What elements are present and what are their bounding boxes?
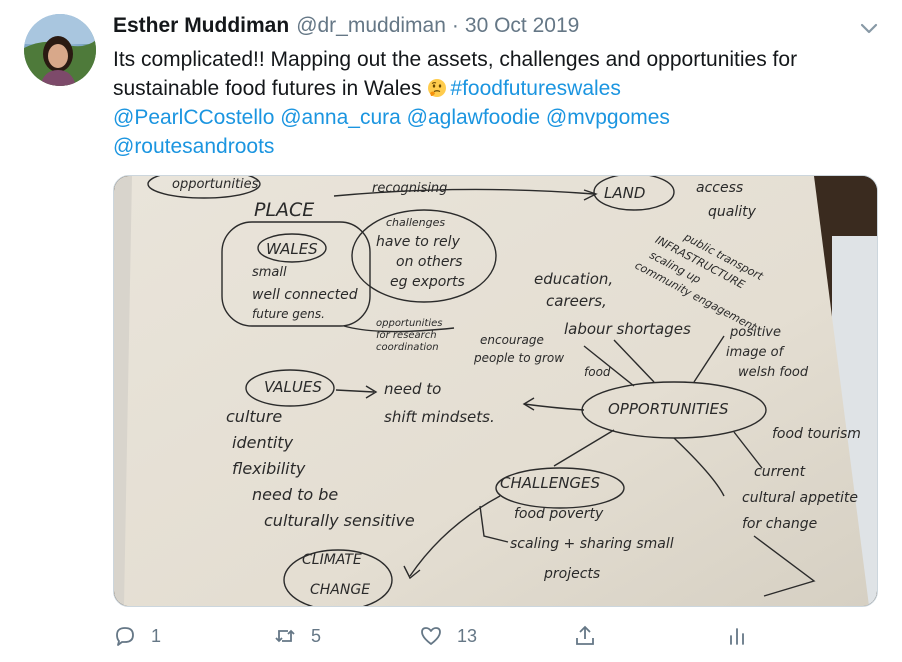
map-text: opportunities [172,177,259,192]
share-icon [576,625,594,645]
mention-link[interactable]: @aglawfoodie [406,106,541,129]
map-text: have to rely [376,234,461,250]
map-text: encourage [480,333,544,347]
map-text: WALES [266,240,318,258]
thinking-face-icon [428,79,447,97]
like-count: 13 [457,625,478,646]
avatar[interactable] [24,14,96,86]
map-text: shift mindsets. [384,408,495,426]
map-text: food tourism [772,426,861,442]
map-text: eg exports [390,274,465,290]
map-text: careers, [546,292,607,310]
tweet-date[interactable]: 30 Oct 2019 [464,14,580,37]
map-text: LAND [604,184,645,202]
author-name[interactable]: Esther Muddiman [113,14,290,37]
map-text: small [252,265,287,280]
map-text: recognising [372,181,447,196]
map-text: need to be [252,485,338,504]
mention-link[interactable]: @anna_cura [280,106,401,129]
map-text: education, [534,270,613,288]
map-text: cultural appetite [742,490,858,506]
map-text: CHANGE [310,582,370,598]
map-text: CLIMATE [302,552,362,568]
map-text: flexibility [232,459,306,478]
author-handle[interactable]: @dr_muddiman [296,14,446,37]
like-button[interactable]: 13 [419,618,477,654]
map-text: labour shortages [564,320,691,338]
map-text: food [584,365,611,379]
hashtag-link[interactable]: #foodfutureswales [450,77,621,100]
reply-icon [116,627,134,646]
map-text: access [696,180,743,196]
share-button[interactable] [573,618,611,654]
map-text: quality [708,204,757,220]
map-text: for change [742,516,817,532]
map-text: future gens. [252,307,325,321]
map-text: on others [396,254,462,270]
tweet-text: Its complicated!! Mapping out the assets… [113,45,893,161]
map-text: coordination [376,342,439,353]
retweet-icon [275,629,295,643]
map-text: culturally sensitive [264,511,415,530]
tweet-header: Esther Muddiman @dr_muddiman · 30 Oct 20… [113,14,862,44]
map-text: opportunities [376,318,442,329]
mention-link[interactable]: @routesandroots [113,135,275,158]
reply-button[interactable]: 1 [113,618,161,654]
map-text: projects [543,566,600,582]
retweet-count: 5 [311,625,322,646]
map-text: current [754,464,806,480]
map-text: CHALLENGES [500,474,601,492]
map-text: welsh food [738,365,809,380]
mention-link[interactable]: @PearlCCostello [113,106,275,129]
map-text: positive [729,325,781,340]
map-text: well connected [252,287,358,303]
map-text: for research [376,330,437,341]
mention-link[interactable]: @mvpgomes [545,106,670,129]
separator-dot: · [451,14,459,37]
tweet-media[interactable]: opportunities PLACE recognising LAND acc… [113,175,878,607]
tweet-body: Its complicated!! Mapping out the assets… [113,48,798,100]
map-text: image of [726,345,786,360]
map-drawing [147,176,816,606]
tweet-actions: 1 5 13 [113,618,813,654]
map-text: people to grow [473,351,564,365]
map-text: culture [226,407,282,426]
analytics-button[interactable] [725,618,763,654]
retweet-button[interactable]: 5 [273,618,321,654]
analytics-icon [730,628,744,645]
map-text: VALUES [264,378,322,396]
chevron-down-icon[interactable] [858,20,880,36]
map-text: need to [384,380,441,398]
map-text: identity [232,433,294,452]
reply-count: 1 [151,625,162,646]
map-text: challenges [386,216,445,229]
map-text: scaling + sharing small [510,536,674,552]
heart-icon [421,627,441,645]
map-text: food poverty [514,506,604,522]
map-text: PLACE [254,199,314,221]
map-text: OPPORTUNITIES [608,400,729,418]
